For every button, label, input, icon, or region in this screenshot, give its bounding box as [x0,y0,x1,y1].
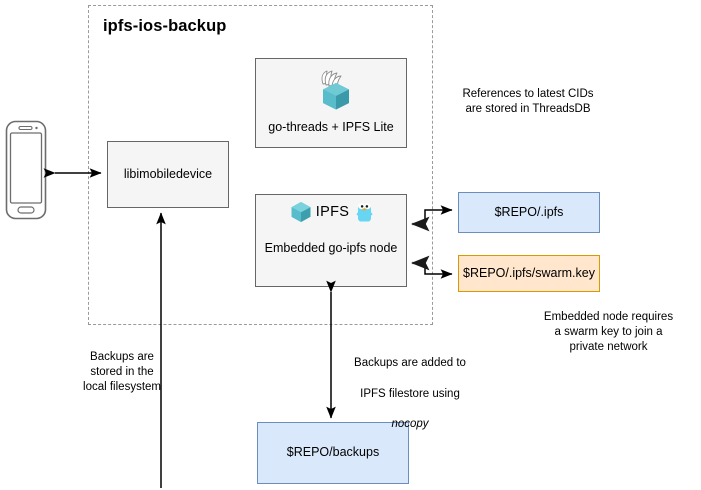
note-nocopy-line3: nocopy [391,417,429,430]
node-go-threads-label: go-threads + IPFS Lite [268,120,394,135]
node-repo-ipfs-label: $REPO/.ipfs [494,204,564,219]
go-gopher-icon [356,201,373,223]
node-libimobiledevice: libimobiledevice [107,141,229,208]
node-repo-backups: $REPO/backups [257,422,409,484]
ipfs-cube-icon [289,200,313,224]
ipfs-badge-label: IPFS [315,204,350,220]
note-nocopy: Backups are added to IPFS filestore usin… [330,341,490,447]
note-nocopy-line2: IPFS filestore using [360,387,460,400]
note-swarm-key: Embedded node requires a swarm key to jo… [543,311,674,354]
ipfs-lite-winged-cube-icon [303,70,359,114]
note-threadsdb: References to latest CIDs are stored in … [462,88,594,116]
node-embedded-go-ipfs-label: Embedded go-ipfs node [264,241,398,255]
mobile-phone-icon [5,120,47,220]
node-swarm-key-label: $REPO/.ipfs/swarm.key [463,265,595,280]
node-repo-ipfs: $REPO/.ipfs [458,192,600,233]
node-go-threads-ipfs-lite: go-threads + IPFS Lite [255,58,407,148]
node-repo-backups-label: $REPO/backups [286,445,380,460]
note-nocopy-line1: Backups are added to [354,357,466,370]
group-title: ipfs-ios-backup [103,17,227,35]
note-local-filesystem: Backups are stored in the local filesyst… [83,351,161,394]
group-container-ipfs-ios-backup [88,5,433,325]
node-embedded-go-ipfs: IPFS Embedded go-ipfs node [255,194,407,287]
node-swarm-key: $REPO/.ipfs/swarm.key [458,255,600,292]
node-libimobiledevice-label: libimobiledevice [123,166,213,181]
